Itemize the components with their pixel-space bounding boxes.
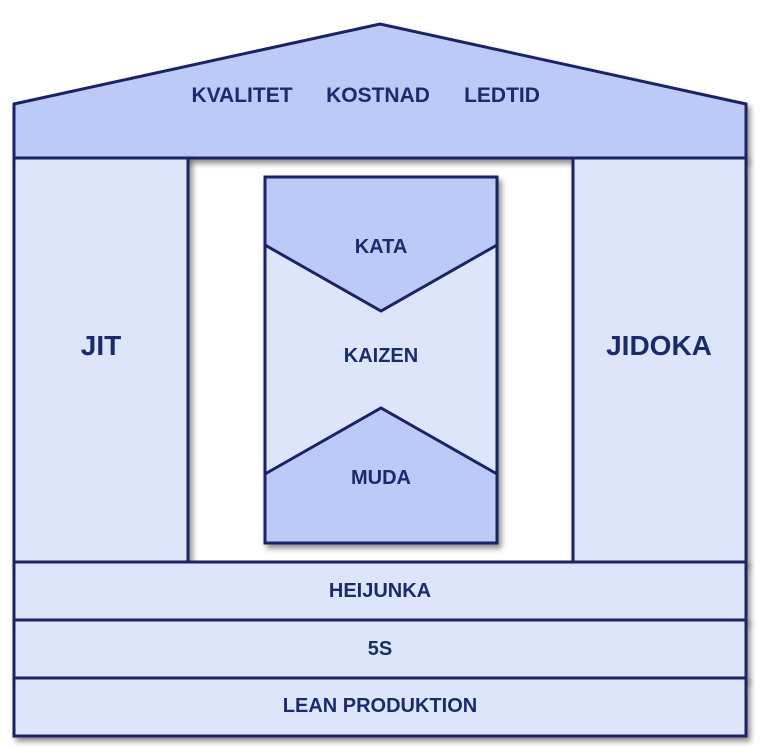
muda-chevron: [263, 406, 499, 545]
pillar-right-label: JIDOKA: [606, 330, 712, 361]
roof-label-ledtid: LEDTID: [464, 84, 540, 107]
pillar-right-shape: [571, 156, 748, 564]
center-label-kaizen: KAIZEN: [344, 345, 418, 367]
foundation-row-3-shape: [12, 676, 748, 738]
center-label-kata: KATA: [355, 236, 408, 258]
roof-shape: [12, 22, 748, 160]
roof-label-kvalitet: KVALITET: [191, 84, 292, 107]
pillar-left-shape: [12, 156, 190, 564]
foundation-label-lean-produktion: LEAN PRODUKTION: [283, 695, 477, 717]
center-label-muda: MUDA: [351, 467, 411, 489]
foundation-label-heijunka: HEIJUNKA: [329, 580, 431, 602]
center-box: [263, 175, 499, 545]
pillar-left-label: JIT: [81, 330, 121, 361]
kata-chevron: [263, 175, 499, 313]
roof-label-kostnad: KOSTNAD: [326, 84, 430, 107]
foundation-label-5s: 5S: [368, 638, 392, 660]
